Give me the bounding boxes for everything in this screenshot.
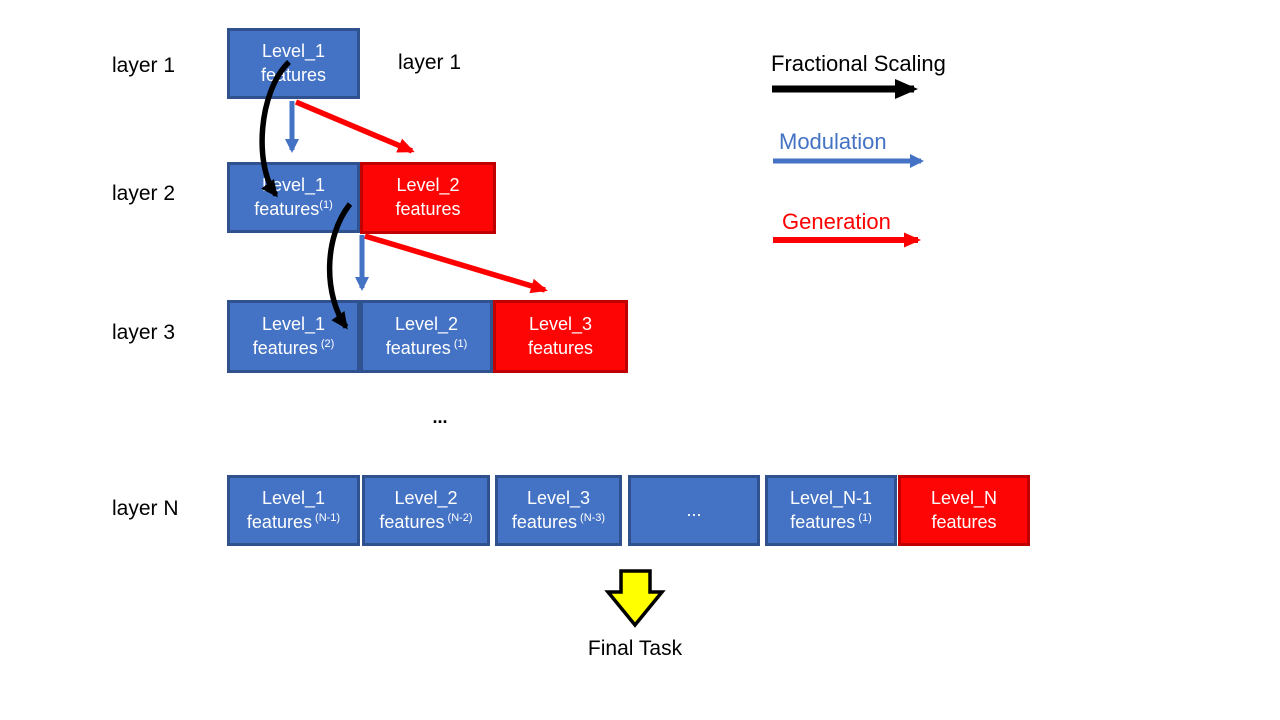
box-line1: Level_2: [394, 313, 459, 334]
final-task-label: Final Task: [587, 637, 683, 660]
legend-modulation-label: Modulation: [779, 129, 887, 154]
box-line2: features(1): [254, 198, 333, 222]
box-line2: features (N-2): [379, 511, 472, 535]
box-line1: ...: [686, 499, 702, 520]
box-lN-levelN-1: Level_N-1 features (1): [765, 475, 897, 546]
layer-3-label: layer 3: [112, 321, 176, 344]
box-superscript: (N-2): [444, 511, 473, 524]
box-line1: Level_1: [261, 174, 326, 195]
box-line2-text: features: [254, 198, 320, 219]
box-line1: Level_3: [528, 313, 593, 334]
box-line2: features (2): [253, 337, 335, 361]
box-l3-level1: Level_1 features (2): [227, 300, 360, 373]
box-lN-level2: Level_2 features (N-2): [362, 475, 490, 546]
box-superscript: (1): [855, 511, 872, 524]
box-line2-text: features: [252, 337, 318, 358]
legend-generation-label: Generation: [782, 209, 891, 234]
box-line2: features: [395, 198, 460, 222]
box-line2: features (1): [386, 337, 468, 361]
box-line2: features: [261, 64, 326, 88]
box-line2-text: features: [246, 511, 312, 532]
box-l2-level1: Level_1 features(1): [227, 162, 360, 233]
box-l1-level1: Level_1 features: [227, 28, 360, 99]
box-lN-levelN: Level_N features: [898, 475, 1030, 546]
box-line2-text: features: [527, 337, 594, 358]
final-task-arrow: [604, 569, 666, 628]
box-l3-level2: Level_2 features (1): [360, 300, 493, 373]
box-superscript: (N-1): [311, 511, 341, 524]
box-line1: Level_3: [526, 487, 591, 508]
box-line2-text: features: [385, 337, 451, 358]
box-line2-text: features: [790, 511, 856, 532]
box-line2-text: features: [260, 64, 327, 85]
box-line1: Level_1: [261, 313, 326, 334]
box-line1: Level_N: [930, 487, 998, 508]
box-line2-text: features: [379, 511, 445, 532]
box-superscript: (1): [319, 198, 333, 211]
generation-arrow-l2-to-l3: [364, 233, 548, 294]
box-line1: Level_1: [261, 40, 326, 61]
box-line1: Level_2: [394, 487, 458, 508]
box-line2-text: features: [511, 511, 577, 532]
box-line2-text: features: [931, 511, 997, 532]
box-lN-level3: Level_3 features (N-3): [495, 475, 622, 546]
box-line2: features (1): [790, 511, 872, 535]
layer-1-label: layer 1: [112, 54, 176, 77]
box-line2: features (N-1): [247, 511, 340, 535]
legend-fractional-scaling-label: Fractional Scaling: [771, 51, 946, 76]
box-lN-ellipsis: ...: [628, 475, 760, 546]
box-line2: features: [528, 337, 593, 361]
layer-2-label: layer 2: [112, 182, 176, 205]
generation-arrow-l1-to-l2: [294, 99, 415, 154]
box-line1: Level_2: [396, 175, 460, 196]
box-superscript: (N-3): [576, 511, 606, 524]
box-line1: Level_N-1: [789, 487, 873, 508]
box-line2: features (N-3): [512, 511, 605, 535]
box-l3-level3: Level_3 features: [493, 300, 628, 373]
box-line2: features: [931, 511, 996, 535]
layer-1-right-label: layer 1: [398, 51, 462, 74]
rows-ellipsis: ...: [432, 407, 448, 427]
box-l2-level2: Level_2 features: [360, 162, 496, 234]
box-superscript: (1): [450, 337, 468, 350]
box-line2-text: features: [395, 199, 461, 219]
box-superscript: (2): [317, 337, 335, 350]
layer-N-label: layer N: [112, 497, 179, 520]
box-line1: Level_1: [261, 487, 326, 508]
box-lN-level1: Level_1 features (N-1): [227, 475, 360, 546]
